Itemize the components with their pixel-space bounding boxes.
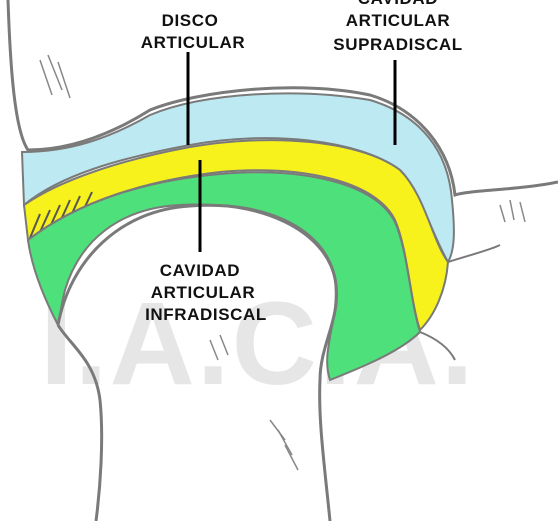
label-supra-line3: SUPRADISCAL [333, 35, 462, 54]
label-disc-line1: DISCO [162, 11, 219, 30]
label-disco-articular: DISCO ARTICULAR [141, 11, 246, 52]
label-infra-line1: CAVIDAD [160, 261, 240, 280]
label-disc-line2: ARTICULAR [141, 33, 246, 52]
label-cavidad-infradiscal: CAVIDAD ARTICULAR INFRADISCAL [145, 261, 267, 324]
label-supra-line1: CAVIDAD [358, 0, 438, 8]
label-infra-line3: INFRADISCAL [145, 305, 267, 324]
label-infra-line2: ARTICULAR [151, 283, 256, 302]
label-cavidad-supradiscal: CAVIDAD ARTICULAR SUPRADISCAL [333, 0, 462, 54]
label-supra-line2: ARTICULAR [346, 11, 451, 30]
